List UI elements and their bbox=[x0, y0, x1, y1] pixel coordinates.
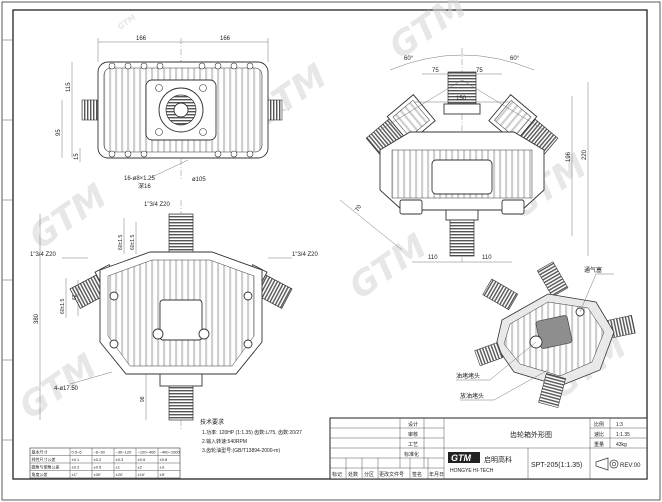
dim-front-w1: 75 bbox=[432, 68, 439, 74]
dim-lower-v4: 60±1.5 bbox=[60, 299, 66, 314]
tol-cell: ±0.2 bbox=[72, 465, 81, 470]
tech-title: 技术要求 bbox=[200, 418, 224, 426]
lbl-spline-top: 1"3/4 Z20 bbox=[144, 202, 170, 208]
tb-row-standard: 标准化 bbox=[404, 451, 419, 458]
dim-front-diag: 70 bbox=[355, 204, 364, 213]
tol-cell: ~120~400 bbox=[138, 450, 157, 455]
tol-cell: ~400~1000 bbox=[160, 450, 181, 455]
tol-cell: 角度公差 bbox=[32, 471, 48, 477]
dim-top-bolt: 16-ø8×1.25 bbox=[124, 176, 156, 182]
company-logo: GTM 启明高科 HONGYE HI-TECH bbox=[448, 452, 512, 474]
tb-prop-val-0: 1:3 bbox=[616, 422, 623, 428]
front-view: 60° 60° 75 75 150 196 220 70 110 110 bbox=[339, 48, 589, 263]
tol-cell: ~30~120 bbox=[116, 450, 133, 455]
tol-cell: ±3 bbox=[160, 465, 165, 470]
tol-cell: ±1 bbox=[116, 465, 121, 470]
tol-cell: ±5′ bbox=[160, 472, 165, 477]
tol-cell: ±0.5 bbox=[94, 465, 103, 470]
tb-bottom-zone: 分区 bbox=[364, 471, 374, 478]
tol-cell: 线性尺寸公差 bbox=[32, 456, 56, 462]
lbl-spline-right: 1"3/4 Z20 bbox=[292, 252, 318, 258]
tech-line-3: 3.齿轮油型号:(GB/T13894-2000-m) bbox=[202, 447, 280, 454]
tol-cell: ±20′ bbox=[116, 472, 124, 477]
tol-cell: ±10′ bbox=[138, 472, 146, 477]
dim-top-hole: ø105 bbox=[192, 177, 206, 183]
tol-cell: 0.5~6 bbox=[72, 450, 83, 455]
dim-front-w2: 75 bbox=[476, 68, 483, 74]
dim-front-h1: 196 bbox=[566, 151, 572, 162]
dim-top-h1: 115 bbox=[66, 82, 72, 92]
dim-front-ang-left: 60° bbox=[404, 56, 414, 62]
tol-cell: ±0.2 bbox=[94, 457, 103, 462]
dim-front-w3: 150 bbox=[456, 96, 467, 102]
tol-cell: ±0.8 bbox=[160, 457, 169, 462]
tech-line-1: 1.功率: 120HP (1:1.35) 齿数:L/75, 齿数:20/27 bbox=[202, 429, 302, 436]
top-view: 166 166 115 95 15 16-ø8×1.25 深16 ø105 bbox=[56, 36, 290, 190]
tb-bottom-sign: 签名 bbox=[412, 471, 422, 478]
tol-cell: 圆角与倒角公差 bbox=[32, 464, 60, 470]
dim-top-h3: 15 bbox=[74, 153, 80, 160]
tb-bottom-count: 处数 bbox=[348, 471, 358, 478]
dim-lower-v5: 380 bbox=[34, 313, 40, 324]
tb-bottom-date: 年月日 bbox=[429, 471, 444, 478]
tolerance-table: 基本尺寸 0.5~6 ~6~30 ~30~120 ~120~400~400~1000 线性… bbox=[29, 447, 181, 479]
tech-line-2: 2.输入转速:540RPM bbox=[202, 438, 247, 445]
dim-lower-v2: 60±1.5 bbox=[130, 235, 136, 250]
dim-lower-v3: 62 bbox=[72, 294, 78, 300]
tb-row-process: 工艺 bbox=[408, 442, 418, 448]
title-block: 设计 审核 工艺 标准化 标记 处数 分区 更改文件号 签名 年月日 齿轮箱外形… bbox=[329, 417, 648, 480]
tb-prop-val-1: 1:1.35 bbox=[616, 432, 630, 438]
tol-cell: ±2 bbox=[138, 465, 143, 470]
logo-mark: GTM bbox=[451, 453, 471, 463]
watermark-6: GTM bbox=[342, 226, 434, 307]
tol-cell: 基本尺寸 bbox=[32, 449, 48, 455]
tb-drawing-name: 齿轮箱外形图 bbox=[510, 430, 552, 439]
tb-row-review: 审核 bbox=[408, 431, 418, 438]
tb-bottom-mark: 标记 bbox=[332, 471, 342, 478]
tb-bottom-doc: 更改文件号 bbox=[379, 471, 404, 478]
dim-front-b1: 110 bbox=[428, 255, 438, 261]
tb-prop-key-2: 重量 bbox=[594, 441, 604, 448]
tol-cell: ±30′ bbox=[94, 472, 102, 477]
callout-drain: 放油堵头 bbox=[460, 392, 484, 400]
tb-prop-key-0: 比例 bbox=[594, 421, 604, 428]
lbl-spline-left: 1"3/4 Z20 bbox=[30, 252, 56, 258]
tol-cell: ~6~30 bbox=[94, 450, 106, 455]
tb-rev: REV:00 bbox=[620, 463, 641, 469]
iso-view: 通气塞 油堵堵头 放油堵头 bbox=[456, 261, 636, 408]
callout-vent: 通气塞 bbox=[584, 266, 602, 274]
tech-requirements: 技术要求 1.功率: 120HP (1:1.35) 齿数:L/75, 齿数:20… bbox=[200, 418, 302, 454]
dim-front-b2: 110 bbox=[482, 255, 492, 261]
tol-cell: ±0.1 bbox=[72, 457, 81, 462]
watermark-1: GTM bbox=[116, 13, 137, 32]
tb-drawing-no: SPT-205(1:1.35) bbox=[531, 462, 582, 469]
company-cn: 启明高科 bbox=[484, 455, 512, 464]
dim-lower-v1: 60±1.5 bbox=[118, 235, 124, 250]
projection-symbol-icon bbox=[595, 457, 619, 471]
dim-top-width-right: 166 bbox=[220, 36, 231, 42]
company-en: HONGYE HI-TECH bbox=[450, 468, 494, 474]
dim-lower-v6: 98 bbox=[140, 396, 146, 402]
watermark-4: GTM bbox=[22, 176, 114, 257]
dim-top-h2: 95 bbox=[56, 129, 62, 136]
tb-prop-val-2: 43kg bbox=[616, 442, 627, 448]
callout-fill: 油堵堵头 bbox=[456, 372, 480, 380]
dim-lower-hole: 4-ø17.50 bbox=[54, 386, 79, 392]
tol-cell: ±0.5 bbox=[138, 457, 147, 462]
tol-cell: ±0.3 bbox=[116, 457, 125, 462]
dim-top-width-left: 166 bbox=[136, 36, 147, 42]
dim-front-h2: 220 bbox=[582, 149, 588, 160]
tb-row-design: 设计 bbox=[408, 421, 418, 428]
dim-top-depth: 深16 bbox=[138, 182, 151, 190]
tol-cell: ±1° bbox=[72, 472, 78, 477]
dim-front-ang-right: 60° bbox=[510, 56, 520, 62]
tb-prop-key-1: 速比 bbox=[594, 431, 604, 438]
lower-view: 1"3/4 Z20 1"3/4 Z20 1"3/4 Z20 60±1.5 60±… bbox=[30, 200, 318, 430]
